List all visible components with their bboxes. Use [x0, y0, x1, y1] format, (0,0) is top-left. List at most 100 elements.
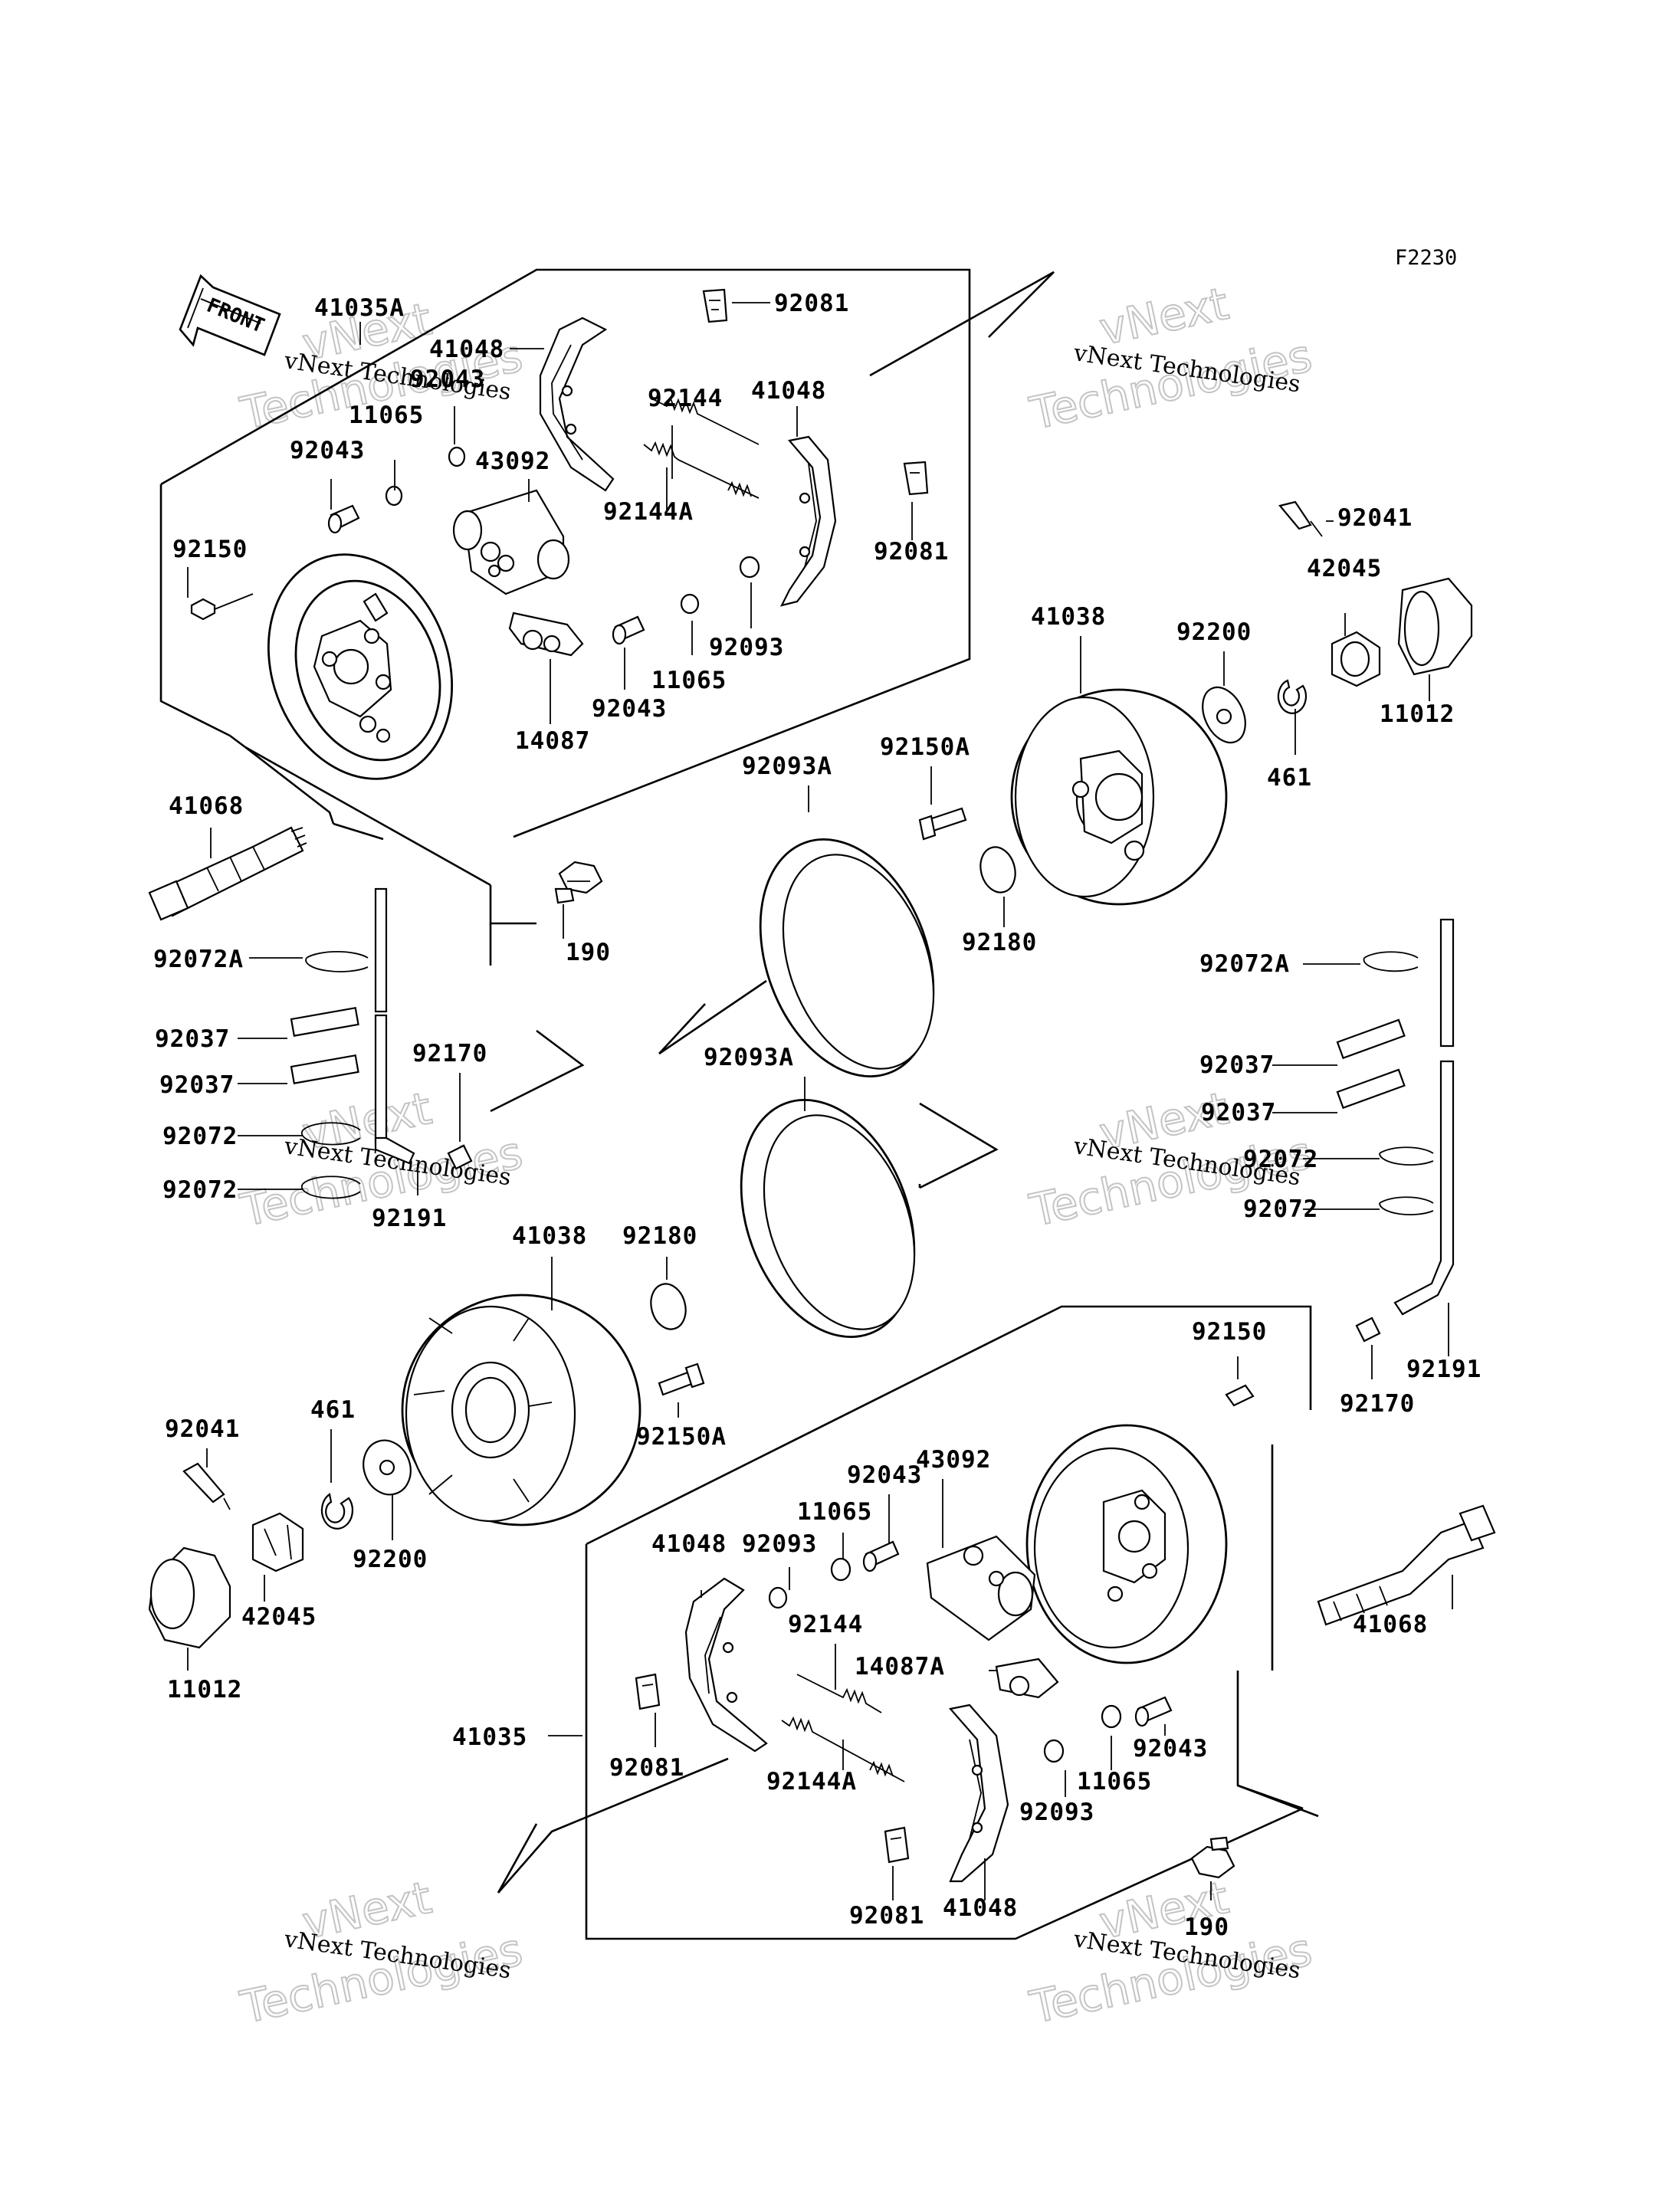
washer-92200-left: [363, 1439, 412, 1496]
spring-upper-92144: [651, 396, 760, 445]
bracket-lower-14087A: [995, 1658, 1059, 1699]
label-92081-upper-top: 92081: [774, 290, 849, 317]
label-92037-left-2: 92037: [159, 1071, 235, 1099]
clip-lower-92081: [635, 1673, 910, 1864]
label-41048-upper-left: 41048: [429, 336, 504, 363]
label-92144A-upper: 92144A: [603, 498, 694, 526]
label-11012-upper: 11012: [1380, 700, 1455, 728]
label-92200-upper: 92200: [1176, 618, 1252, 646]
label-92191-left: 92191: [372, 1205, 447, 1232]
label-92093-lower-bottom: 92093: [1019, 1799, 1094, 1826]
clip-92170-left: [447, 1144, 473, 1170]
clip-92170-right: [1355, 1317, 1381, 1343]
label-41048-lower-left: 41048: [651, 1530, 727, 1558]
washer-92200-right: [1202, 686, 1246, 744]
label-92081-upper-bottom: 92081: [874, 538, 949, 566]
label-92081-lower-bottom: 92081: [849, 1902, 924, 1930]
label-92144A-lower: 92144A: [766, 1768, 857, 1795]
label-92180-upper: 92180: [962, 929, 1037, 956]
label-92043-lower-top: 92043: [847, 1461, 922, 1489]
brake-hose-right: [1393, 918, 1455, 1316]
cotter-pin-92041-right: [1278, 500, 1323, 537]
part-labels: 41035A 41048 92081 92144 41048 92043 110…: [153, 290, 1481, 1941]
label-11065-upper-bottom: 11065: [651, 667, 727, 694]
bolt-92150A-lower: [658, 1362, 705, 1396]
label-92043-lower-bottom: 92043: [1133, 1735, 1208, 1763]
label-41048-lower-right: 41048: [943, 1894, 1018, 1922]
hose-clamps-right: [1336, 951, 1434, 1215]
spring-lower-92144: [796, 1674, 882, 1713]
bracket-upper-14087: [508, 612, 584, 657]
spring-lower-92144A: [781, 1716, 905, 1782]
brake-shoe-lower-right: [948, 1703, 1009, 1883]
label-92170-left: 92170: [412, 1040, 487, 1067]
brake-shoe-lower-left: [684, 1577, 768, 1753]
label-41068-upper: 41068: [169, 792, 244, 820]
label-11065-lower-bottom: 11065: [1077, 1768, 1152, 1795]
label-92043-upper-bottom: 92043: [592, 695, 667, 723]
label-92041-lower: 92041: [165, 1415, 240, 1443]
label-92072-left-2: 92072: [162, 1176, 238, 1204]
circlip-461-right: [1277, 679, 1308, 714]
label-92150-lower: 92150: [1192, 1318, 1267, 1346]
label-461-lower: 461: [310, 1396, 356, 1424]
spring-upper-92144A: [643, 441, 760, 499]
label-11012-lower: 11012: [167, 1676, 242, 1703]
watermark-line1: vNext: [1095, 277, 1233, 356]
label-92093A-lower: 92093A: [704, 1044, 794, 1071]
label-92072-right-1: 92072: [1243, 1146, 1318, 1173]
label-92144-upper: 92144: [648, 385, 723, 412]
label-11065-lower-top: 11065: [797, 1498, 872, 1526]
axle-shaft-lower: [1317, 1504, 1496, 1626]
brake-drum-right: [1010, 688, 1228, 906]
brake-drum-left: [401, 1294, 641, 1526]
label-92072A-left: 92072A: [153, 946, 244, 973]
label-41035: 41035: [452, 1723, 527, 1751]
nut-42045-right: [1331, 631, 1381, 687]
front-arrow-icon: FRONT: [179, 274, 281, 356]
watermark-top-right: vNext Technologies vNext Technologies: [1025, 277, 1317, 441]
label-92180-lower: 92180: [622, 1222, 697, 1250]
assembly-frames: [159, 268, 1319, 1940]
wheel-cylinder-lower: [926, 1535, 1036, 1641]
brake-shoe-upper-right: [779, 435, 837, 607]
o-ring-92180-upper: [979, 846, 1016, 894]
label-43092-lower: 43092: [916, 1446, 991, 1474]
label-92037-left-1: 92037: [155, 1025, 230, 1053]
label-92200-lower: 92200: [353, 1546, 428, 1573]
label-92150A-lower: 92150A: [636, 1423, 727, 1451]
label-92037-right-1: 92037: [1199, 1051, 1275, 1079]
circlip-461-left: [320, 1493, 354, 1530]
brake-shoe-upper-left: [539, 316, 615, 492]
label-43092-upper: 43092: [475, 448, 550, 475]
cap-11012-right: [1397, 577, 1473, 676]
brake-lining-upper: [759, 838, 935, 1077]
label-92144-lower: 92144: [788, 1611, 863, 1638]
cotter-pin-92041-left: [182, 1462, 231, 1510]
hose-clamps-left: [290, 950, 369, 1199]
clip-upper-92081: [702, 288, 929, 496]
bolt-92150A-upper: [918, 807, 967, 841]
label-92170-right: 92170: [1340, 1390, 1415, 1418]
label-190-upper: 190: [566, 939, 611, 966]
label-92093-lower-top: 92093: [742, 1530, 817, 1558]
label-92081-lower-left: 92081: [609, 1754, 684, 1782]
backing-plate-lower: [1025, 1424, 1228, 1664]
brake-lining-lower: [740, 1099, 916, 1338]
label-92072-left-1: 92072: [162, 1123, 238, 1150]
leader-lines: [187, 302, 1453, 1900]
label-190-lower: 190: [1184, 1913, 1229, 1941]
label-92037-right-2: 92037: [1201, 1099, 1276, 1126]
label-92043-upper-left: 92043: [290, 437, 365, 464]
label-92043-upper-top: 92043: [410, 366, 485, 393]
label-41068-lower: 41068: [1353, 1611, 1428, 1638]
label-92150A-upper: 92150A: [880, 733, 970, 761]
label-92093-upper: 92093: [709, 634, 784, 661]
cap-11012-left: [148, 1546, 231, 1649]
label-41038-lower: 41038: [512, 1222, 587, 1250]
label-41035A: 41035A: [314, 294, 405, 322]
label-41048-upper-right: 41048: [751, 377, 826, 405]
label-92072A-right: 92072A: [1199, 950, 1290, 978]
label-92041-upper: 92041: [1337, 504, 1413, 532]
